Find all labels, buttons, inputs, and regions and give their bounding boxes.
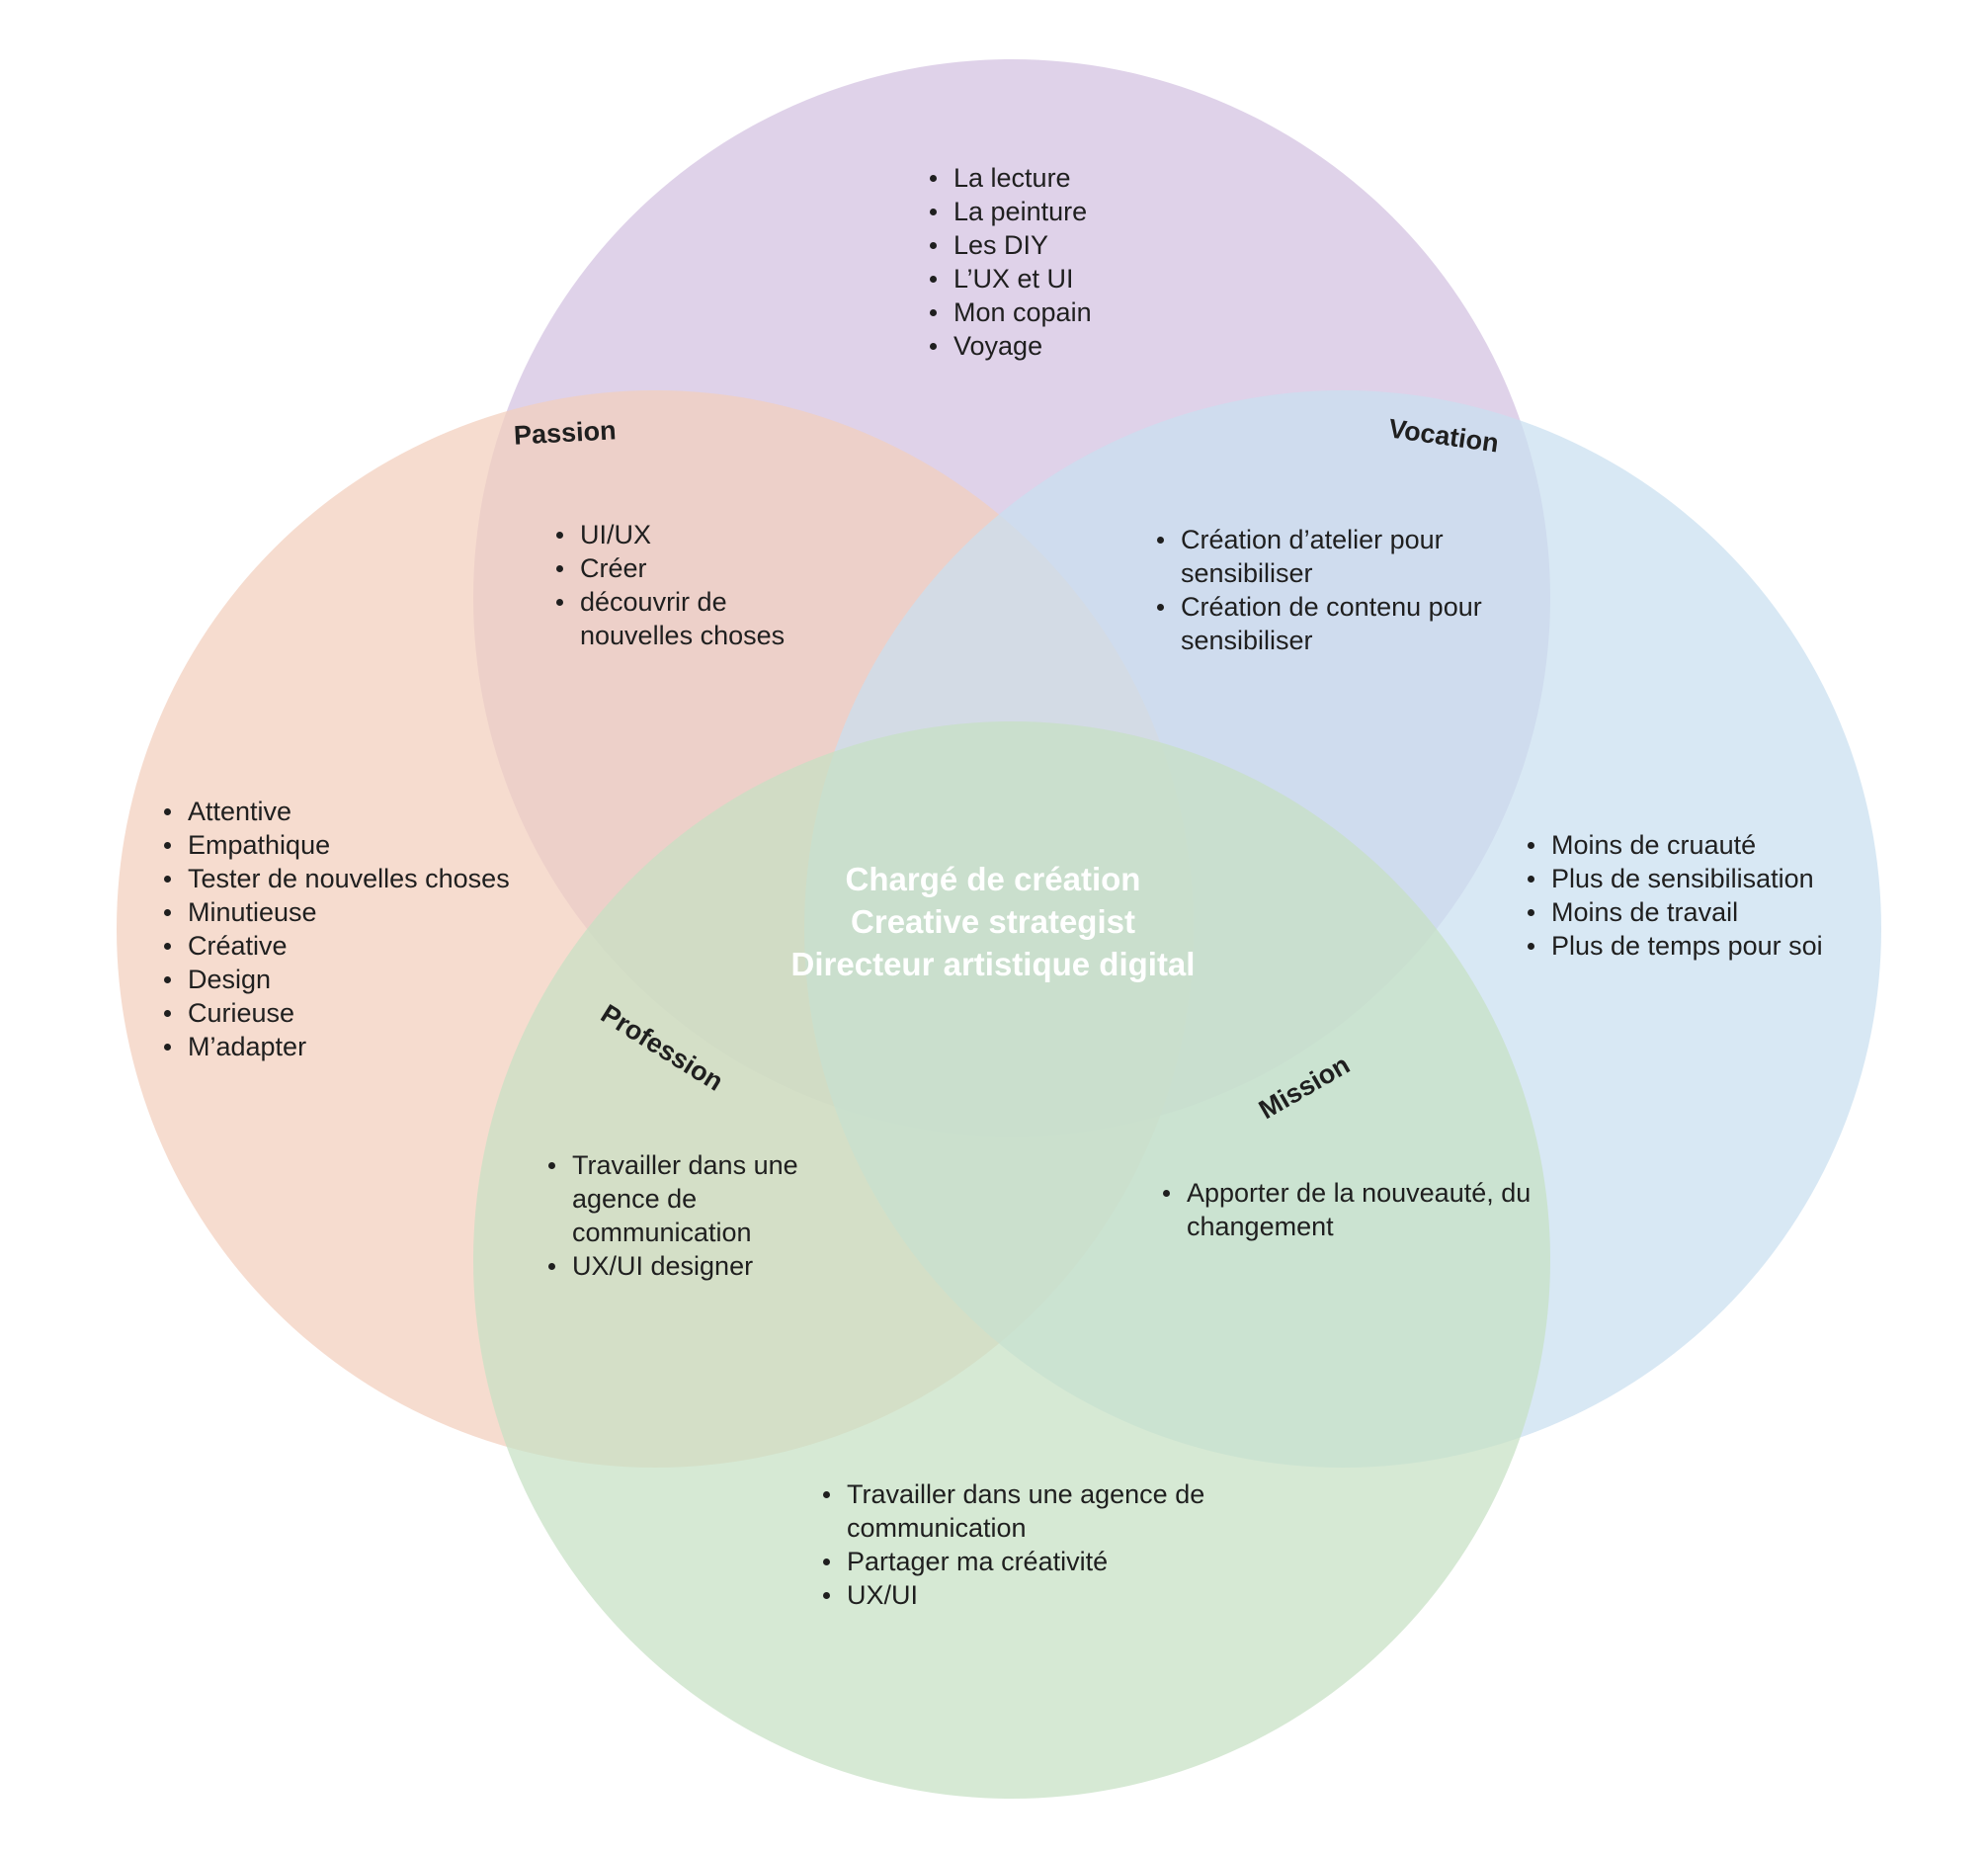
list-item: UX/UI designer xyxy=(548,1249,869,1283)
list-item: La peinture xyxy=(930,195,1250,228)
list-item: La lecture xyxy=(930,161,1250,195)
list-item: L’UX et UI xyxy=(930,262,1250,295)
center-line-1: Chargé de création xyxy=(845,861,1141,897)
list-item: Empathique xyxy=(164,828,603,862)
circle-profession xyxy=(473,721,1550,1799)
list-vocation: Création d’atelier pour sensibiliser Cré… xyxy=(1151,523,1556,657)
list-item: Moins de travail xyxy=(1528,895,1966,929)
list-item: Création de contenu pour sensibiliser xyxy=(1157,590,1556,657)
list-item: Plus de temps pour soi xyxy=(1528,929,1966,963)
center-line-3: Directeur artistique digital xyxy=(790,946,1196,982)
label-passion: Passion xyxy=(513,415,618,451)
list-item: Plus de sensibilisation xyxy=(1528,862,1966,895)
list-item: Tester de nouvelles choses xyxy=(164,862,603,895)
list-item: UX/UI xyxy=(823,1578,1242,1612)
list-item: Design xyxy=(164,963,603,996)
list-item: Les DIY xyxy=(930,228,1250,262)
list-bottom: Travailler dans une agence de communicat… xyxy=(817,1477,1242,1612)
list-item: Moins de cruauté xyxy=(1528,828,1966,862)
list-item: UI/UX xyxy=(556,518,837,551)
list-item: M’adapter xyxy=(164,1030,603,1063)
list-item: Créative xyxy=(164,929,603,963)
list-item: Créer xyxy=(556,551,837,585)
list-item: Mon copain xyxy=(930,295,1250,329)
center-title: Chargé de création Creative strategist D… xyxy=(761,858,1225,985)
list-top: La lecture La peinture Les DIY L’UX et U… xyxy=(924,161,1250,363)
list-item: découvrir de nouvelles choses xyxy=(556,585,837,652)
list-item: Travailler dans une agence de communicat… xyxy=(823,1477,1242,1545)
list-item: Voyage xyxy=(930,329,1250,363)
list-item: Partager ma créativité xyxy=(823,1545,1242,1578)
list-passion: UI/UX Créer découvrir de nouvelles chose… xyxy=(550,518,837,652)
list-item: Apporter de la nouveauté, du changement xyxy=(1163,1176,1562,1243)
list-mission: Apporter de la nouveauté, du changement xyxy=(1157,1176,1562,1243)
list-profession: Travailler dans une agence de communicat… xyxy=(542,1148,869,1283)
list-item: Curieuse xyxy=(164,996,603,1030)
list-item: Minutieuse xyxy=(164,895,603,929)
list-item: Attentive xyxy=(164,795,603,828)
list-left: Attentive Empathique Tester de nouvelles… xyxy=(158,795,603,1063)
list-item: Création d’atelier pour sensibiliser xyxy=(1157,523,1556,590)
list-right: Moins de cruauté Plus de sensibilisation… xyxy=(1522,828,1966,963)
center-line-2: Creative strategist xyxy=(851,903,1135,940)
list-item: Travailler dans une agence de communicat… xyxy=(548,1148,869,1249)
